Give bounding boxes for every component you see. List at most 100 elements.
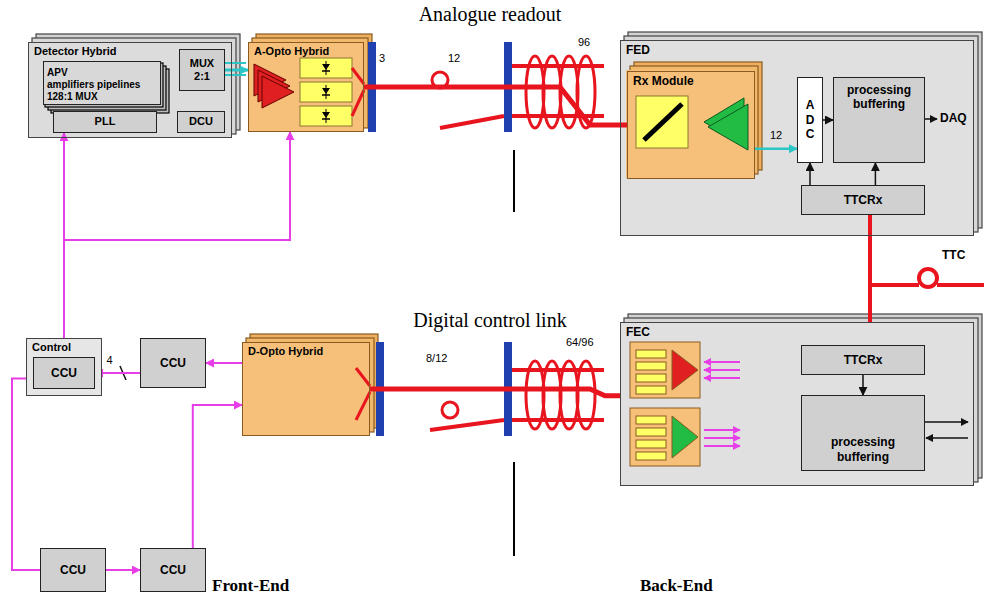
box-label: DCU: [189, 115, 213, 128]
box-fill: [620, 40, 974, 236]
connector: [364, 87, 627, 125]
optical-fibre: [356, 392, 370, 420]
wire-arrow: [924, 118, 937, 120]
section-heading: Analogue readout: [419, 2, 562, 26]
optical-fibre: [352, 56, 984, 430]
optical-fibre: [577, 361, 595, 429]
photodiode-array: [708, 104, 748, 150]
box-label: processing buffering: [805, 435, 921, 464]
laser-symbol: [254, 64, 294, 108]
channel-count: 96: [578, 36, 590, 49]
divider-line: [513, 150, 515, 556]
processing-box: processing buffering: [801, 395, 925, 471]
laser-module: [300, 106, 352, 126]
transceiver: [672, 416, 698, 458]
box-title: A-Opto Hybrid: [254, 45, 358, 58]
box-title: FEC: [626, 325, 968, 339]
mux-output: [224, 62, 246, 64]
ttcrx-box: TTCRx: [801, 345, 925, 375]
photodiode-array: [636, 96, 748, 150]
box-label: APV: [47, 67, 68, 79]
diode-symbol: [322, 85, 330, 99]
optical-fibre: [919, 269, 937, 287]
box-label: CCU: [160, 356, 186, 370]
box-fill: [242, 342, 370, 436]
apv-chip: APVamplifiers pipelines 128:1 MUX: [43, 61, 161, 105]
connector: [106, 569, 140, 571]
connector: [755, 148, 797, 151]
transceiver: [636, 362, 666, 370]
ccu-box: CCU: [140, 338, 206, 388]
region-label: Front-End: [212, 576, 289, 596]
connector: [875, 163, 877, 185]
box-label: TTCRx: [844, 193, 883, 207]
diode-symbol: [322, 109, 330, 123]
transceiver: [636, 440, 666, 448]
box-label: CCU: [51, 366, 77, 380]
wire-arrow: [926, 437, 968, 439]
photodiode-array: [644, 104, 682, 140]
transceiver: [636, 452, 666, 460]
connector: [823, 119, 833, 121]
ccu-box: CCU: [40, 548, 106, 592]
signal-name: TTC: [942, 248, 965, 262]
fed-board: FEDRx ModuleA D Cprocessing bufferingTTC…: [620, 40, 974, 236]
transceiver: [636, 386, 666, 394]
region-label: Back-End: [640, 576, 713, 596]
box-label: PLL: [95, 115, 116, 128]
connector: [862, 375, 864, 395]
opto-hybrid: A-Opto Hybrid: [248, 42, 364, 132]
transceiver: [636, 428, 666, 436]
photodiode-array: [636, 96, 688, 148]
box-fill: [28, 42, 232, 138]
signal-name: DAQ: [940, 111, 967, 125]
box-fill: [626, 70, 754, 178]
transceiver: [636, 416, 666, 424]
box-fill: [28, 40, 974, 486]
control-wire: [704, 369, 740, 371]
connector: [225, 69, 248, 72]
optical-fibre: [937, 283, 984, 287]
ccu-box: CCU: [140, 548, 206, 592]
transceiver: [630, 342, 700, 466]
laser-symbol: [262, 76, 294, 108]
section-heading: Digital control link: [413, 308, 566, 332]
optical-fibre: [870, 283, 919, 287]
optical-fibre: [560, 361, 578, 429]
connector: [193, 405, 242, 548]
box-fill: [248, 42, 364, 132]
ttcrx-box: TTCRx: [801, 185, 925, 215]
connector: [206, 362, 242, 364]
box-label: CCU: [60, 563, 86, 577]
adc-box: A D C: [797, 77, 823, 163]
box-label: A D C: [804, 98, 816, 141]
control-wire: [704, 445, 740, 447]
pll-box: PLL: [53, 111, 157, 133]
hybrid-board: Detector HybridAPVamplifiers pipelines 1…: [28, 42, 232, 138]
box-body: amplifiers pipelines 128:1 MUX: [47, 79, 157, 103]
diode-symbol: [322, 61, 330, 123]
ccu-box: CCU: [33, 357, 95, 389]
optical-fibre: [356, 368, 370, 386]
mux-output: [224, 74, 246, 76]
connector: [370, 389, 620, 396]
opto-hybrid: D-Opto Hybrid: [242, 342, 370, 436]
control-wire: [704, 362, 740, 446]
optical-fibre: [526, 56, 544, 128]
box-fill: [620, 322, 974, 486]
transceiver: [630, 408, 700, 466]
optical-fibre: [442, 402, 458, 418]
transceiver: [636, 374, 666, 382]
diode-symbol: [322, 61, 330, 75]
box-label: MUX 2:1: [183, 57, 221, 83]
box-title: FED: [626, 43, 968, 57]
control-wire: [704, 429, 740, 431]
box-title: Rx Module: [633, 74, 749, 88]
optical-fibre: [352, 90, 364, 116]
optical-fibre: [352, 68, 364, 84]
transceiver: [672, 350, 698, 390]
wire-arrow: [924, 421, 968, 423]
optical-fibre: [440, 116, 504, 128]
channel-count: 8/12: [426, 352, 447, 365]
box-title: D-Opto Hybrid: [248, 345, 364, 358]
